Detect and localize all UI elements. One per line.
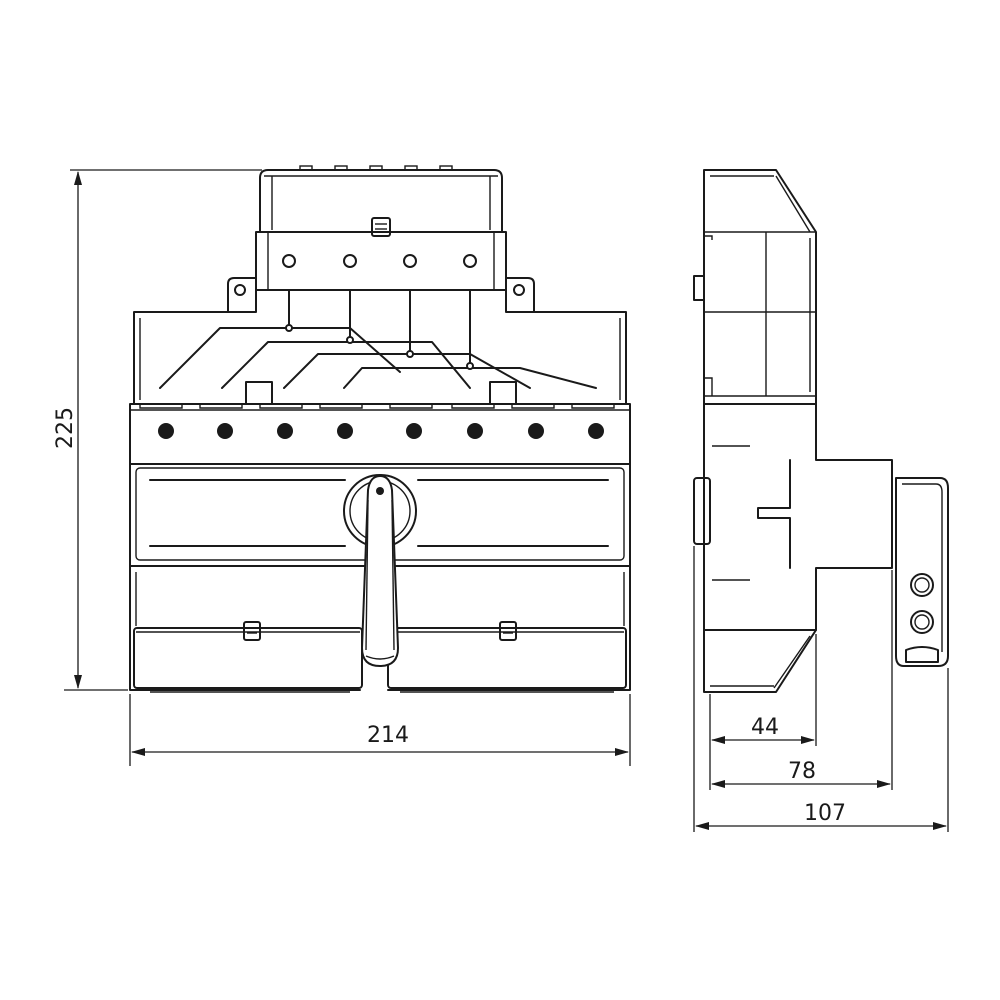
terminal-holes [158, 423, 604, 439]
side-front-clip [693, 477, 711, 545]
dimension-labels: 225 214 44 78 107 [53, 407, 846, 826]
conductor-rails [159, 289, 597, 389]
right-mounting-ear [505, 277, 535, 313]
lower-right-latch [499, 621, 517, 641]
terminal-block [255, 231, 507, 291]
depth-a-label: 44 [751, 715, 779, 740]
side-lower-body [703, 629, 817, 693]
screw-band [129, 403, 631, 465]
terminal-screws [282, 254, 477, 268]
screw-band-notches [139, 404, 615, 409]
side-middle-body [703, 403, 893, 631]
depth-c-label: 107 [804, 801, 846, 826]
width-label: 214 [367, 723, 409, 748]
side-upper-body [703, 169, 817, 405]
lower-left-cover [133, 627, 363, 689]
lower-left-latch [243, 621, 261, 641]
lower-right-cover [387, 627, 627, 689]
top-latch [371, 217, 391, 237]
rotary-handle[interactable] [343, 474, 417, 667]
side-view [693, 169, 949, 693]
side-handle[interactable] [895, 477, 949, 667]
height-label: 225 [53, 407, 78, 449]
upper-housing [133, 289, 627, 405]
lower-housing [129, 565, 631, 691]
right-rail-clip [489, 381, 517, 405]
depth-b-label: 78 [788, 759, 816, 784]
front-view [129, 165, 631, 693]
dimension-lines [64, 169, 949, 832]
left-mounting-ear [227, 277, 257, 313]
left-rail-clip [245, 381, 273, 405]
top-terminal-cover [259, 169, 503, 233]
side-upper-clip [693, 275, 705, 301]
din-rail-slot [757, 459, 791, 569]
top-cover-bumps [299, 165, 453, 171]
